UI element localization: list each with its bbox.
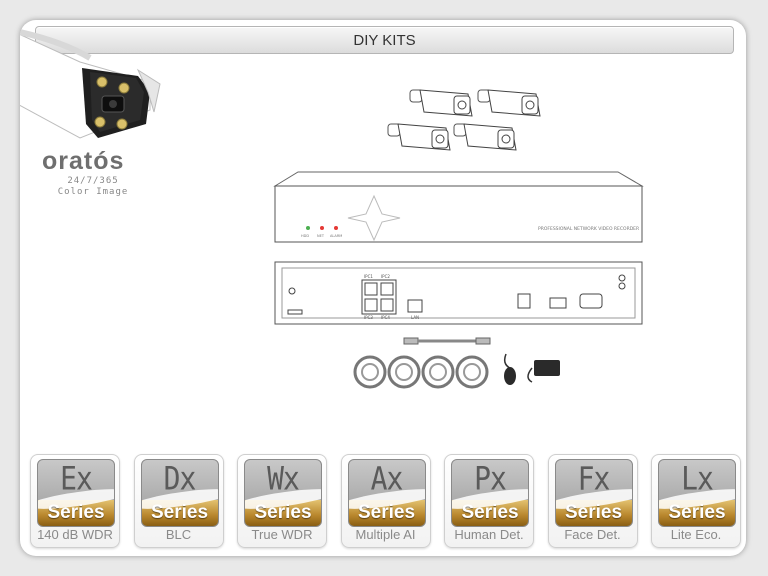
lan-port-label: LAN	[411, 315, 419, 320]
cable-coil-icon	[353, 355, 387, 389]
series-badge-label: Series	[461, 502, 519, 523]
cable-coil-icon	[421, 355, 455, 389]
camera-icon	[409, 89, 473, 117]
series-caption: Multiple AI	[355, 527, 416, 542]
brand-tagline: 24/7/365 Color Image	[48, 176, 138, 198]
series-badge-label: Series	[254, 502, 312, 523]
poe-port-label: IPC2	[381, 274, 390, 279]
mouse-icon	[503, 353, 516, 385]
brand-tagline-line-1: 24/7/365	[67, 176, 119, 186]
vga-port-icon	[579, 293, 603, 309]
content-panel: DIY KITS oratós 24/7/365 Color Image	[20, 20, 746, 556]
brand-logo: oratós	[42, 147, 125, 175]
page-title: DIY KITS	[353, 31, 416, 49]
poe-port-label: IPC3	[364, 315, 373, 320]
power-jack-icon	[288, 287, 296, 295]
cable-coil-icon	[455, 355, 489, 389]
header-bar: DIY KITS	[35, 26, 734, 54]
series-badge-label: Series	[564, 502, 623, 523]
nvr-front-text: PROFESSIONAL NETWORK VIDEO RECORDER	[538, 226, 639, 232]
camera-icon	[387, 123, 451, 151]
camera-icon	[453, 123, 517, 151]
nvr-led-label: NET	[317, 234, 325, 238]
cable-coil-icon	[387, 355, 421, 389]
nvr-back-panel: IPC1 IPC2 IPC3 IPC4 LAN	[274, 261, 643, 325]
series-caption: Face Det.	[564, 527, 621, 542]
nvr-led-label: HDD	[301, 234, 309, 238]
series-caption: True WDR	[251, 527, 313, 542]
series-badge-label: Series	[668, 502, 726, 523]
hdmi-port-icon	[549, 297, 567, 309]
power-adapter-icon	[527, 360, 560, 383]
brand-block: oratós 24/7/365 Color Image	[20, 20, 170, 210]
nvr-front-panel: HDD NET ALARM PROFESSIONAL NETWORK VIDEO…	[273, 171, 644, 243]
usb-port-icon	[517, 293, 531, 309]
brand-tagline-line-2: Color Image	[57, 187, 129, 197]
bullet-camera-icon	[20, 29, 161, 139]
diy-kit-illustration: HDD NET ALARM PROFESSIONAL NETWORK VIDEO…	[273, 89, 644, 389]
series-caption: Human Det.	[454, 527, 524, 542]
series-badge-label: Series	[357, 502, 416, 523]
poe-port-label: IPC4	[381, 315, 390, 320]
series-caption: Lite Eco.	[670, 527, 722, 542]
series-caption: 140 dB WDR	[37, 527, 113, 542]
series-caption: BLC	[165, 527, 192, 542]
series-badge-label: Series	[150, 502, 209, 523]
network-cable-icon	[403, 337, 491, 345]
nvr-led-label: ALARM	[330, 234, 342, 238]
camera-icon	[477, 89, 541, 117]
poe-port-label: IPC1	[364, 274, 373, 279]
series-badge-label: Series	[47, 502, 105, 523]
